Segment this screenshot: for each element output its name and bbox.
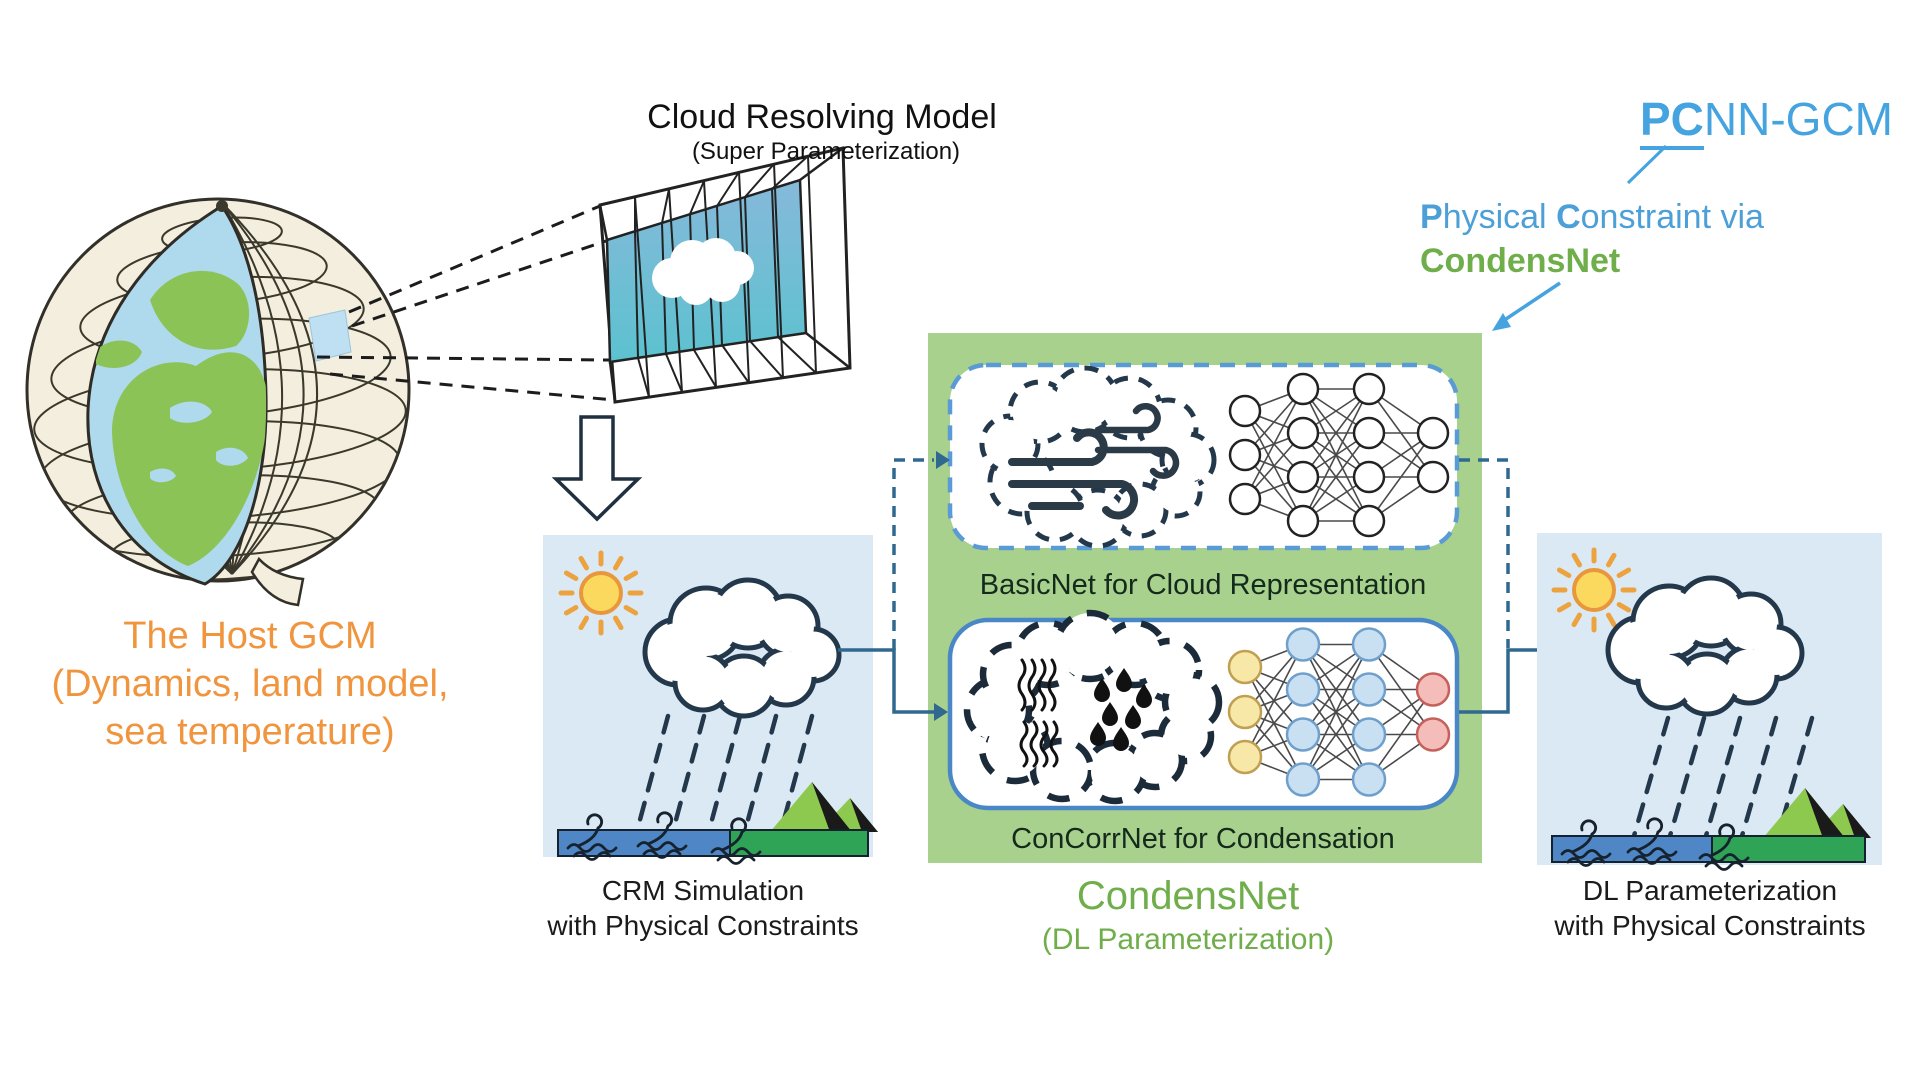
mountain-icon-right xyxy=(1763,788,1871,838)
vapor-cloud-icon xyxy=(963,609,1223,805)
basicnet-nn xyxy=(1228,372,1450,538)
vapor-squiggles-icon xyxy=(1017,658,1059,768)
projection-lines xyxy=(316,204,615,402)
wind-gust-icon xyxy=(1008,403,1180,520)
basicnet-label: BasicNet for Cloud Representation xyxy=(979,569,1427,601)
concorrnet-nn xyxy=(1227,627,1451,797)
crm-3d-column xyxy=(598,146,852,404)
annotation-arrow-line xyxy=(1502,281,1561,323)
condensnet-name: CondensNet xyxy=(1076,874,1300,918)
concorrnet-label: ConCorrNet for Condensation xyxy=(1011,823,1395,855)
land-strip xyxy=(729,829,869,857)
column-cloud-icon xyxy=(652,238,754,305)
globe-icon xyxy=(25,197,411,607)
mountain-icon xyxy=(770,782,878,832)
annotation-lines xyxy=(1502,144,1668,323)
wind-cloud-icon xyxy=(979,365,1217,549)
host-gcm-caption: The Host GCM(Dynamics, land model,sea te… xyxy=(51,615,449,753)
crm-panel xyxy=(543,535,878,865)
annotation-condensnet: CondensNet xyxy=(1420,242,1621,280)
down-arrow-icon xyxy=(551,415,643,522)
pcnn-leader-line xyxy=(1626,144,1668,185)
pcnn-gcm-title: PCNN-GCM xyxy=(1640,92,1893,150)
dl-panel xyxy=(1537,533,1882,871)
land-strip-right xyxy=(1711,835,1866,863)
annotation-arrowhead xyxy=(1492,313,1511,331)
figure-title: Cloud Resolving Model xyxy=(647,98,997,136)
connector-dashed-right xyxy=(1459,458,1510,648)
figure-subtitle: (Super Parameterization) xyxy=(691,138,961,165)
connector-dashed-left xyxy=(892,458,934,650)
pcnn-bold-part: PC xyxy=(1640,93,1704,150)
connector-solid-left xyxy=(838,648,934,714)
condensnet-panel xyxy=(928,333,1482,863)
condensnet-subname: (DL Parameterization) xyxy=(1041,923,1335,956)
